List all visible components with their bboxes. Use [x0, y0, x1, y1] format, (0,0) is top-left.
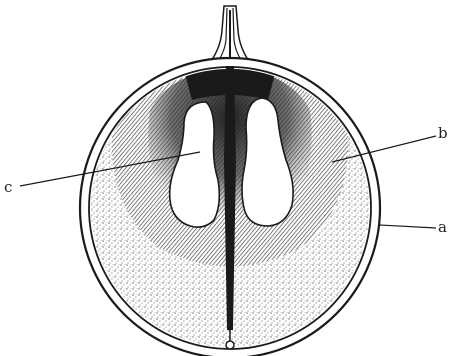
label-c: c: [4, 178, 12, 196]
label-a: a: [438, 218, 447, 236]
label-b: b: [438, 124, 448, 142]
leader-line-a: [380, 225, 436, 228]
